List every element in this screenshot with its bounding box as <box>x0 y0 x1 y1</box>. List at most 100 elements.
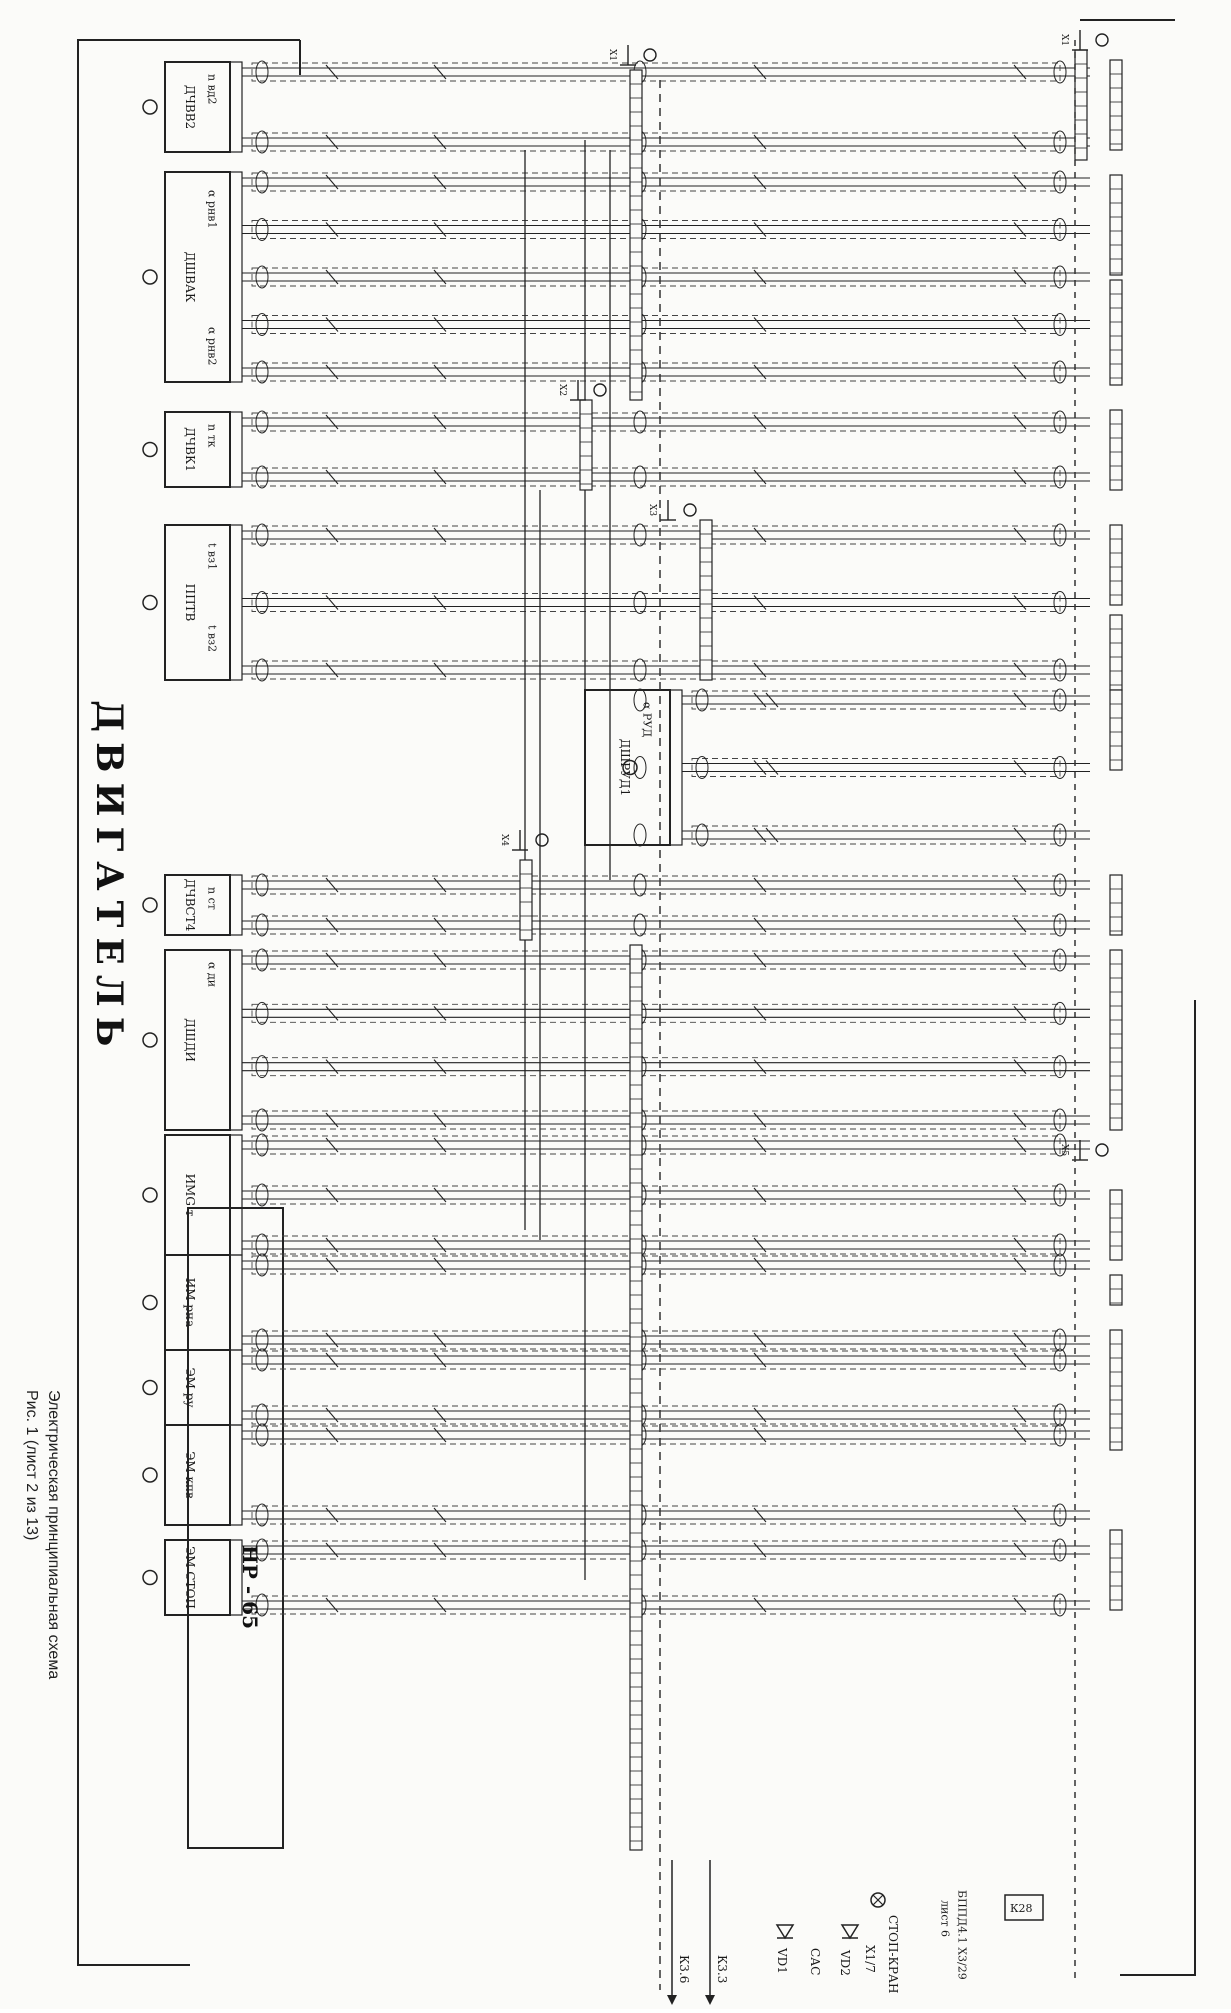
vd1-diode-icon <box>775 1924 795 1940</box>
wire-pair <box>242 1503 1090 1527</box>
connector-label: Х4 <box>499 834 509 846</box>
sensor-box <box>164 949 231 1131</box>
wire-pair <box>242 130 1090 154</box>
connector-symbol: Х3 <box>647 500 697 521</box>
connector-symbol: Х4 <box>499 830 549 851</box>
wire-pair <box>242 60 1090 84</box>
sensor-signal-label: n ст <box>206 887 219 910</box>
sensor-box <box>164 1349 231 1426</box>
ground-marker-icon <box>1095 33 1109 47</box>
wire-pair <box>242 873 1090 897</box>
stop-kran-lamp-icon <box>870 1892 886 1908</box>
wire-pair <box>242 913 1090 937</box>
terminal-strip-e <box>519 859 533 941</box>
connector-symbol: Х1 <box>607 45 657 66</box>
sensor-marker-icon <box>142 99 158 115</box>
vd2-diode-icon <box>840 1924 860 1940</box>
connector-label: Х5 <box>1059 1144 1069 1156</box>
sensor-marker-icon <box>142 1569 158 1586</box>
wire-pair <box>242 948 1090 972</box>
list6-label: лист 6 <box>939 1900 952 1937</box>
sensor-name-label: ДЧВК1 <box>183 427 197 472</box>
wire-pair <box>633 756 1090 779</box>
ground-marker-icon <box>683 503 697 517</box>
sensor-imgt: ИМG т <box>142 1134 243 1256</box>
wire-pair <box>242 1233 1090 1257</box>
sensor-name-label: ЭМ кпв <box>183 1451 197 1499</box>
sensor-box <box>164 524 231 681</box>
sensor-name-label: ИМG т <box>183 1174 197 1217</box>
sensor-signal-label: α ди <box>206 962 219 987</box>
terminal-strip-b6 <box>1109 614 1123 691</box>
sensor-marker-icon <box>142 1187 158 1203</box>
sensor-name-label: ДШВАК <box>183 252 197 303</box>
sensor-marker-icon <box>142 1379 158 1396</box>
wire-pair <box>242 1348 1090 1372</box>
k33-label: К3.3 <box>715 1955 729 1983</box>
caption-line-1: Электрическая принципиальная схема <box>45 1390 62 1680</box>
sensor-marker-icon <box>142 1467 158 1483</box>
terminal-strip-b7 <box>1109 689 1123 771</box>
engine-frame <box>77 39 300 1966</box>
sensor-signal-b-label: t вз2 <box>206 625 219 652</box>
sensor-emkpv: ЭМ кпв <box>142 1424 243 1526</box>
sensor-name-label: ДШДИ <box>183 1018 197 1062</box>
wire-pair <box>242 170 1090 194</box>
connector-label: Х1 <box>607 49 617 61</box>
terminal-strip-x1-top <box>1074 49 1088 161</box>
k28-relay-box <box>1004 1894 1044 1921</box>
wire-pair <box>242 1001 1090 1025</box>
sensor-marker-icon <box>142 897 158 913</box>
wire-pair <box>242 1403 1090 1427</box>
sensor-marker-icon <box>142 1294 158 1311</box>
ground-marker-icon <box>593 383 607 397</box>
sensor-signal-label: n тк <box>206 424 219 448</box>
wire-pair <box>242 465 1090 489</box>
sensor-signal-label: α РУД <box>641 702 654 737</box>
bpu-label: БППД4.1 Х3/29 <box>956 1890 969 1980</box>
wire-bundles <box>242 60 1090 1617</box>
sensor-box <box>164 874 231 936</box>
wire-pair <box>242 265 1090 289</box>
connector-label: Х1 <box>1059 34 1069 46</box>
x17-label: Х1/7 <box>863 1945 877 1973</box>
sensor-dchvk1: ДЧВК1 n тк <box>142 411 243 488</box>
pin-strip <box>229 1134 243 1256</box>
terminal-strip-b12 <box>1109 1329 1123 1451</box>
pin-strip <box>229 1254 243 1351</box>
wire-pair <box>242 1253 1090 1277</box>
terminal-strip-main <box>629 944 643 1851</box>
wire-pair <box>242 1593 1090 1617</box>
k36-label: К3.6 <box>677 1955 691 1983</box>
terminal-strip-b9 <box>1109 949 1123 1131</box>
sensor-signal-a-label: t вз1 <box>206 543 219 570</box>
pin-strip <box>229 411 243 488</box>
sensor-signal-label: n вд2 <box>206 74 219 105</box>
terminal-strip-d <box>699 519 713 681</box>
caption-line-2: Рис. 1 (лист 2 из 13) <box>23 1390 40 1541</box>
engine-title: ДВИГАТЕЛЬ <box>88 700 130 1057</box>
vd2-label: VD2 <box>838 1949 852 1976</box>
pin-strip <box>669 689 683 846</box>
wire-pair <box>242 410 1090 434</box>
sensor-box <box>164 1424 231 1526</box>
wire-pair <box>242 360 1090 384</box>
terminal-strip-b8 <box>1109 874 1123 936</box>
connector-label: Х3 <box>647 504 657 516</box>
connector-label: Х2 <box>557 384 567 396</box>
sensor-box <box>164 1134 231 1256</box>
k28-label: К28 <box>1010 1902 1033 1915</box>
stop-kran-label: СТОП-КРАН <box>886 1915 900 1993</box>
pin-strip <box>229 949 243 1131</box>
k33-arrow-icon <box>705 1995 715 2005</box>
wire-pair <box>242 658 1090 682</box>
sensor-marker-icon <box>142 594 158 611</box>
terminal-strip-b2 <box>1109 174 1123 276</box>
sensor-marker-icon <box>622 759 638 776</box>
wire-pair <box>242 1538 1090 1562</box>
sensor-emru: ЭМ ру <box>142 1349 243 1426</box>
